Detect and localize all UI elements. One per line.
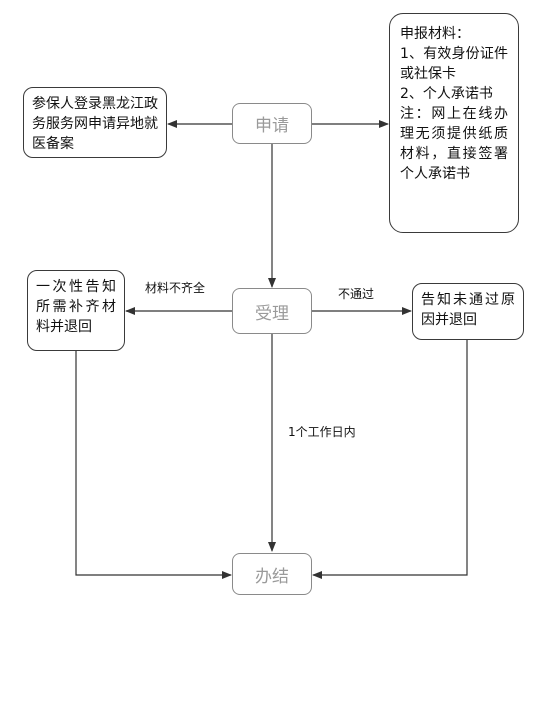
arrow-rejected-to-complete — [312, 340, 468, 579]
node-accept: 受理 — [232, 288, 312, 334]
note-rejected: 告知未通过原因并退回 — [412, 283, 524, 340]
label-incomplete: 材料不齐全 — [145, 281, 206, 295]
note-login: 参保人登录黑龙江政务服务网申请异地就医备案 — [23, 87, 167, 158]
materials-line-3: 2、个人承诺书 — [400, 86, 493, 102]
note-incomplete: 一次性告知所需补齐材料并退回 — [27, 270, 125, 351]
label-deadline: 1个工作日内 — [288, 425, 356, 439]
materials-line-4: 注：网上在线办理无须提供纸质材料，直接签署个人承诺书 — [400, 106, 508, 182]
node-apply: 申请 — [232, 103, 312, 144]
node-complete: 办结 — [232, 553, 312, 595]
label-rejected: 不通过 — [338, 287, 375, 301]
materials-line-2: 1、有效身份证件或社保卡 — [400, 46, 508, 82]
materials-line-1: 申报材料： — [400, 26, 470, 42]
arrow-incomplete-to-complete — [75, 351, 232, 579]
note-materials: 申报材料： 1、有效身份证件或社保卡 2、个人承诺书 注：网上在线办理无须提供纸… — [389, 13, 519, 233]
